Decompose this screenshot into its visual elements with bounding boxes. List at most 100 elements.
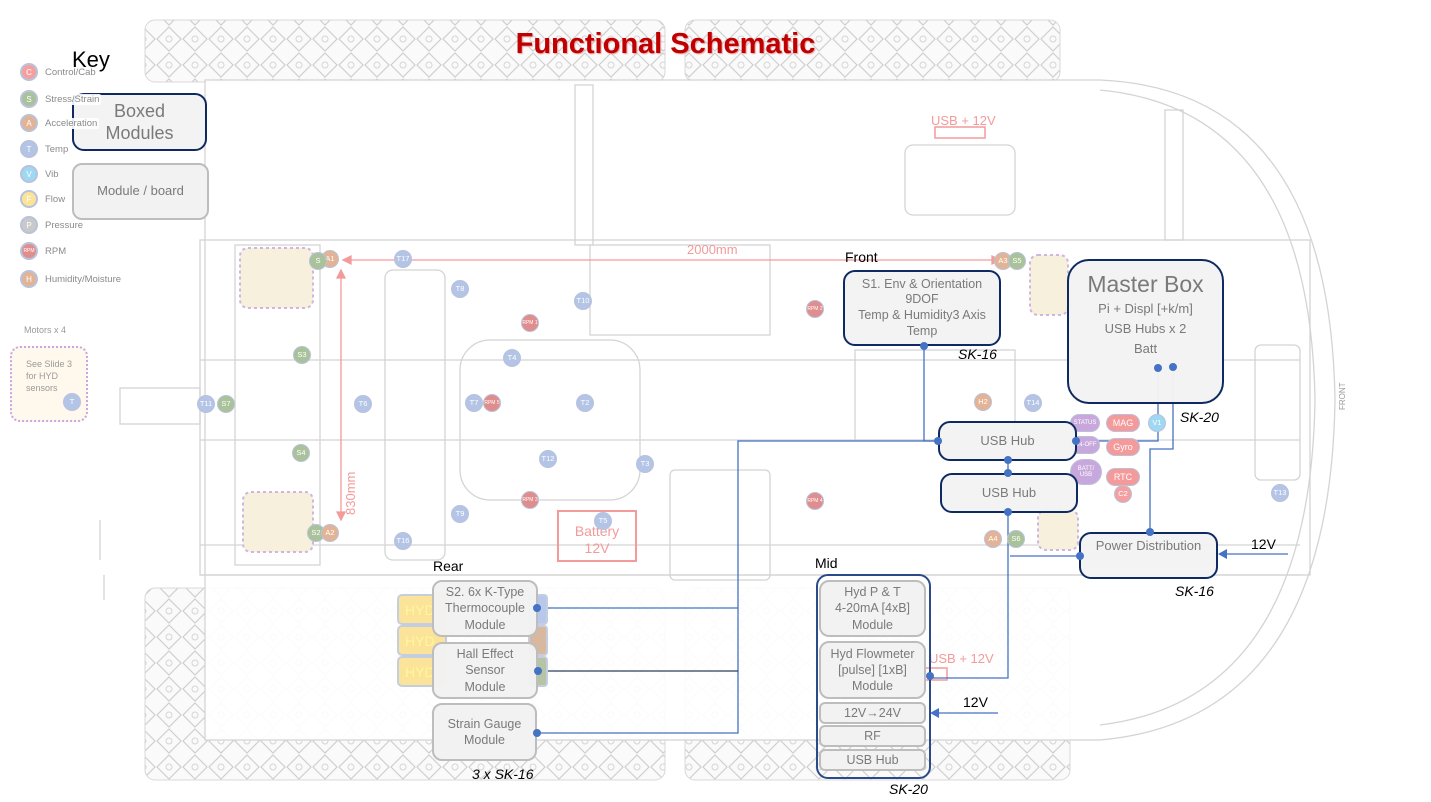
sensor-rpm4: RPM 4 xyxy=(806,492,824,510)
voltage-converter-module[interactable]: 12V→24V xyxy=(819,702,926,724)
module-line: Thermocouple xyxy=(445,601,525,616)
sensor-t14: T14 xyxy=(1024,394,1042,412)
sensor-t6: T6 xyxy=(354,395,372,413)
mid-input-label: 12V xyxy=(963,694,988,710)
pill-rtc: RTC xyxy=(1106,468,1140,486)
key-item-label: Control/Cab xyxy=(43,66,98,78)
s1-env-orientation-module[interactable]: S1. Env & Orientation 9DOF Temp & Humidi… xyxy=(843,270,1001,346)
module-line: Sensor xyxy=(465,663,505,678)
hyd-pt-module[interactable]: Hyd P & T 4-20mA [4xB] Module xyxy=(819,580,926,637)
sensor-t17: T17 xyxy=(394,250,412,268)
pill-mag: MAG xyxy=(1106,414,1140,432)
usb-12v-top-marker xyxy=(934,126,986,139)
key-item-label: Stress/Strain xyxy=(43,93,102,105)
s1-line: Temp xyxy=(906,323,938,338)
key-boxed-modules-text: Boxed Modules xyxy=(105,100,174,144)
key-item: S Stress/Strain xyxy=(20,89,102,109)
power-distribution-label: Power Distribution xyxy=(1095,538,1202,553)
sensor-t7: T7 xyxy=(465,394,483,412)
sensor-t13: T13 xyxy=(1271,484,1289,502)
key-dot-icon: RPM xyxy=(20,242,38,260)
sensor-t10: T10 xyxy=(574,292,592,310)
front-side-label: FRONT xyxy=(1338,382,1347,410)
thermocouple-module[interactable]: S2. 6x K-Type Thermocouple Module xyxy=(432,580,538,637)
key-item: C Control/Cab xyxy=(20,62,98,82)
key-item-label: Vib xyxy=(43,168,61,180)
master-box-line: Batt xyxy=(1133,341,1158,356)
sensor-s7: S7 xyxy=(217,395,235,413)
key-dot-icon: C xyxy=(20,63,38,81)
key-item-label: Pressure xyxy=(43,219,86,231)
dimension-length-label: 2000mm xyxy=(687,242,738,257)
usb-hub-1[interactable]: USB Hub xyxy=(938,421,1077,461)
s1-line: Temp & Humidity3 Axis xyxy=(858,308,986,322)
module-line: 4-20mA [4xB] xyxy=(834,601,911,616)
rf-module[interactable]: RF xyxy=(819,725,926,747)
sensor-rpm1: RPM 1 xyxy=(521,314,539,332)
key-dot-icon: S xyxy=(20,90,38,108)
master-box-line: Pi + Displ [+k/m] xyxy=(1098,301,1193,316)
module-line: Module xyxy=(464,617,506,632)
motors-label: Motors x 4 xyxy=(24,325,67,335)
usb-hub-2-label: USB Hub xyxy=(981,484,1037,500)
rear-label: Rear xyxy=(433,558,464,574)
s1-line: S1. Env & Orientation xyxy=(861,276,983,291)
mid-usb-hub[interactable]: USB Hub xyxy=(819,749,926,771)
sensor-t16: T16 xyxy=(394,532,412,550)
strain-gauge-module[interactable]: Strain Gauge Module xyxy=(432,703,537,761)
sensor-rpm5: RPM 5 xyxy=(483,394,501,412)
master-box[interactable]: Master Box Pi + Displ [+k/m] USB Hubs x … xyxy=(1067,259,1224,404)
key-dot-icon: P xyxy=(20,216,38,234)
mid-part-label: SK-20 xyxy=(889,781,928,797)
key-dot-icon: A xyxy=(20,114,38,132)
sensor-t9: T9 xyxy=(451,505,469,523)
key-dot-icon: T xyxy=(20,140,38,158)
sensor-s5: S5 xyxy=(1008,252,1026,270)
key-item-label: Humidity/Moisture xyxy=(43,273,124,285)
key-module-board-text: Module / board xyxy=(97,183,184,199)
module-line: Module xyxy=(464,679,506,694)
master-box-line: USB Hubs x 2 xyxy=(1104,321,1187,336)
module-line: Module xyxy=(852,679,893,694)
power-input-label: 12V xyxy=(1251,536,1276,552)
s1-part-label: SK-16 xyxy=(958,346,997,362)
rf-label: RF xyxy=(864,728,881,743)
dimension-width-label: 830mm xyxy=(343,471,358,515)
sensor-a4: A4 xyxy=(984,530,1002,548)
key-module-board: Module / board xyxy=(72,163,209,220)
converter-label: 12V→24V xyxy=(844,705,901,720)
power-part-label: SK-16 xyxy=(1175,583,1214,599)
module-line: Hall Effect xyxy=(456,647,514,662)
master-box-title: Master Box xyxy=(1087,271,1204,297)
module-line: S2. 6x K-Type xyxy=(445,585,525,600)
usb-hub-2[interactable]: USB Hub xyxy=(940,473,1078,513)
sensor-t5: T5 xyxy=(594,512,612,530)
title-text: Functional Schematic xyxy=(515,28,816,60)
wire-arrows xyxy=(930,549,1227,718)
front-label: Front xyxy=(845,249,878,265)
module-line: Module xyxy=(852,617,893,632)
battery-label-line2: 12V xyxy=(584,540,610,556)
module-line: Module xyxy=(464,733,505,747)
sensor-t3: T3 xyxy=(636,455,654,473)
key-item: RPM RPM xyxy=(20,241,69,261)
module-line: Hyd P & T xyxy=(844,585,901,600)
chassis-lines xyxy=(99,79,1336,741)
key-item-label: Acceleration xyxy=(43,117,100,129)
key-item-label: Flow xyxy=(43,193,68,205)
power-distribution-module[interactable]: Power Distribution xyxy=(1079,532,1218,579)
sensor-rpm2: RPM 2 xyxy=(806,300,824,318)
sensor-c2: C2 xyxy=(1114,485,1132,503)
key-item-label: RPM xyxy=(43,245,69,257)
sensor-t12: T12 xyxy=(539,450,557,468)
hyd-flowmeter-module[interactable]: Hyd Flowmeter [pulse] [1xB] Module xyxy=(819,641,926,699)
module-line: Hyd Flowmeter xyxy=(830,646,915,661)
motors-temp-sensor: T xyxy=(63,393,81,411)
hall-effect-module[interactable]: Hall Effect Sensor Module xyxy=(432,642,538,699)
usb-hub-1-label: USB Hub xyxy=(980,432,1035,448)
key-dot-icon: F xyxy=(20,190,38,208)
usb-12v-top-label: USB + 12V xyxy=(931,113,996,128)
mid-label: Mid xyxy=(815,555,838,571)
usb-12v-mid-label: USB + 12V xyxy=(929,651,994,666)
